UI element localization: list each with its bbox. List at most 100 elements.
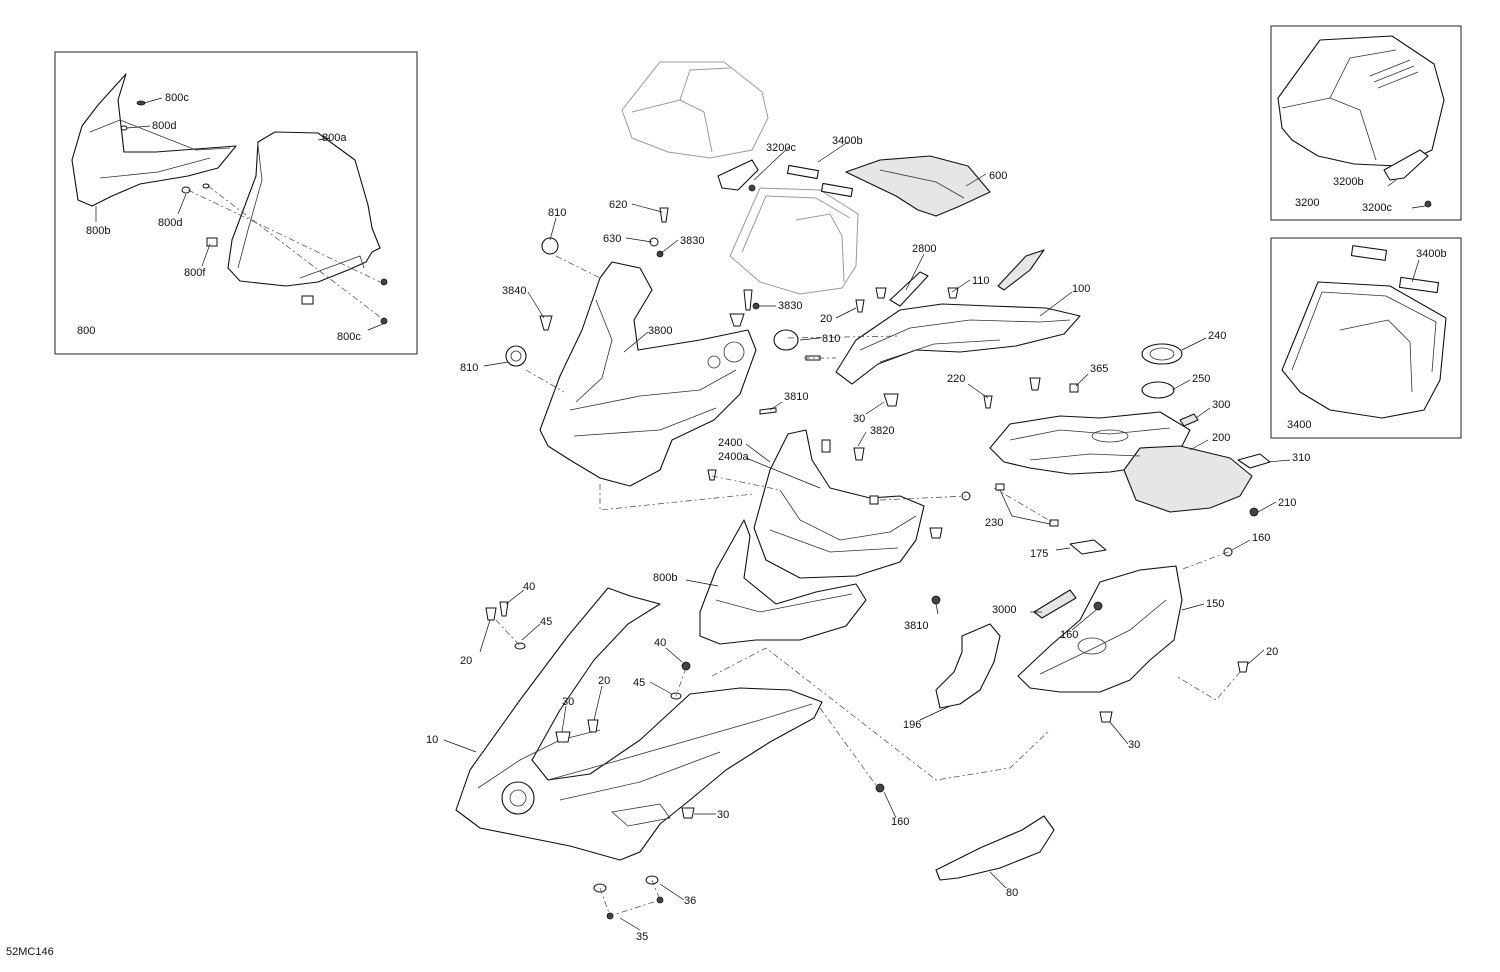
inset-800-frame bbox=[54, 51, 418, 355]
inset-3200[interactable]: 3200b 3200c 3200 bbox=[1270, 25, 1462, 221]
callout-30[interactable]: 30 bbox=[1128, 739, 1140, 751]
storage-tub-3400 bbox=[1281, 281, 1447, 419]
callout-800c[interactable]: 800c bbox=[337, 331, 361, 343]
callout-30[interactable]: 30 bbox=[562, 696, 574, 708]
callout-20[interactable]: 20 bbox=[598, 675, 610, 687]
callout-2400[interactable]: 2400 bbox=[718, 437, 742, 449]
callout-3810[interactable]: 3810 bbox=[784, 391, 808, 403]
clip-icon bbox=[1049, 519, 1059, 527]
callout-3400b[interactable]: 3400b bbox=[832, 135, 863, 147]
callout-160[interactable]: 160 bbox=[891, 816, 909, 828]
screw-icon bbox=[587, 719, 599, 733]
callout-600[interactable]: 600 bbox=[989, 170, 1007, 182]
callout-210[interactable]: 210 bbox=[1278, 497, 1296, 509]
callout-220[interactable]: 220 bbox=[947, 373, 965, 385]
callout-365[interactable]: 365 bbox=[1090, 363, 1108, 375]
callout-250[interactable]: 250 bbox=[1192, 373, 1210, 385]
callout-800a[interactable]: 800a bbox=[322, 132, 347, 144]
callout-800c[interactable]: 800c bbox=[165, 92, 189, 104]
deflector-800b bbox=[71, 73, 237, 207]
deflector-800b-main bbox=[699, 519, 867, 645]
callout-100[interactable]: 100 bbox=[1072, 283, 1090, 295]
callout-800d[interactable]: 800d bbox=[152, 120, 176, 132]
callout-300[interactable]: 300 bbox=[1212, 399, 1230, 411]
callout-3830[interactable]: 3830 bbox=[680, 235, 704, 247]
callout-3840[interactable]: 3840 bbox=[502, 285, 526, 297]
callout-40[interactable]: 40 bbox=[654, 637, 666, 649]
callout-800f[interactable]: 800f bbox=[184, 267, 206, 279]
callout-20[interactable]: 20 bbox=[1266, 646, 1278, 658]
callout-175[interactable]: 175 bbox=[1030, 548, 1048, 560]
callout-20[interactable]: 20 bbox=[820, 313, 832, 325]
callout-3810[interactable]: 3810 bbox=[904, 620, 928, 632]
screw-icon bbox=[1029, 377, 1041, 391]
callout-80[interactable]: 80 bbox=[1006, 887, 1018, 899]
bracket-icon bbox=[717, 159, 759, 191]
pad-icon bbox=[820, 182, 854, 198]
callout-800d[interactable]: 800d bbox=[158, 217, 182, 229]
inset-800[interactable]: 800c 800d 800a 800b 800d 800f 800c 800 bbox=[54, 51, 418, 355]
pad-icon bbox=[1398, 276, 1440, 294]
callout-2400a[interactable]: 2400a bbox=[718, 451, 749, 463]
callout-110[interactable]: 110 bbox=[972, 275, 990, 287]
callout-810[interactable]: 810 bbox=[822, 333, 840, 345]
callout-20[interactable]: 20 bbox=[460, 655, 472, 667]
callout-800b[interactable]: 800b bbox=[86, 225, 110, 237]
callout-800b[interactable]: 800b bbox=[653, 572, 677, 584]
callout-630[interactable]: 630 bbox=[603, 233, 621, 245]
nut-icon bbox=[931, 595, 941, 605]
inset-label-800: 800 bbox=[77, 325, 95, 337]
callout-160[interactable]: 160 bbox=[1060, 629, 1078, 641]
pad-icon bbox=[1350, 245, 1388, 261]
callout-240[interactable]: 240 bbox=[1208, 330, 1226, 342]
alignment-lines bbox=[495, 255, 1241, 917]
callout-40[interactable]: 40 bbox=[523, 581, 535, 593]
side-panel-150 bbox=[1017, 565, 1183, 693]
callout-3820[interactable]: 3820 bbox=[870, 425, 894, 437]
trim-3000 bbox=[1033, 589, 1077, 619]
callout-10[interactable]: 10 bbox=[426, 734, 438, 746]
callout-30[interactable]: 30 bbox=[853, 413, 865, 425]
callout-810[interactable]: 810 bbox=[548, 207, 566, 219]
callout-45[interactable]: 45 bbox=[540, 616, 552, 628]
callout-3800[interactable]: 3800 bbox=[648, 325, 672, 337]
seat-pad-80 bbox=[935, 815, 1055, 881]
callout-45[interactable]: 45 bbox=[633, 677, 645, 689]
callout-150[interactable]: 150 bbox=[1206, 598, 1224, 610]
callout-3200c[interactable]: 3200c bbox=[766, 142, 796, 154]
callout-196[interactable]: 196 bbox=[903, 719, 921, 731]
screw-icon bbox=[855, 299, 865, 313]
callout-36[interactable]: 36 bbox=[684, 895, 696, 907]
callout-3200b[interactable]: 3200b bbox=[1333, 176, 1364, 188]
nut-icon bbox=[681, 661, 691, 671]
screw-icon bbox=[759, 407, 777, 415]
nut-icon bbox=[656, 896, 664, 904]
callout-160[interactable]: 160 bbox=[1252, 532, 1270, 544]
grommet-icon bbox=[505, 345, 527, 367]
lower-fairing-10 bbox=[455, 587, 823, 861]
inner-panel-600 bbox=[845, 155, 991, 217]
tank-panel-100 bbox=[835, 303, 1081, 385]
callout-230[interactable]: 230 bbox=[985, 517, 1003, 529]
screw-icon bbox=[659, 207, 669, 223]
callout-30[interactable]: 30 bbox=[717, 809, 729, 821]
front-frame-3800 bbox=[539, 261, 757, 487]
screw-icon bbox=[485, 607, 497, 621]
nut-icon bbox=[1249, 507, 1259, 517]
callout-3000[interactable]: 3000 bbox=[992, 604, 1016, 616]
inset-label-3200: 3200 bbox=[1295, 197, 1319, 209]
inset-3400[interactable]: 3400b 3400 bbox=[1270, 237, 1462, 439]
callout-3200c[interactable]: 3200c bbox=[1362, 202, 1392, 214]
callout-35[interactable]: 35 bbox=[636, 931, 648, 943]
callout-310[interactable]: 310 bbox=[1292, 452, 1310, 464]
callout-620[interactable]: 620 bbox=[609, 199, 627, 211]
callout-2800[interactable]: 2800 bbox=[912, 243, 936, 255]
grommet-icon bbox=[773, 329, 799, 351]
clip-icon bbox=[539, 315, 553, 331]
callout-3830[interactable]: 3830 bbox=[778, 300, 802, 312]
callout-200[interactable]: 200 bbox=[1212, 432, 1230, 444]
clip-icon bbox=[1099, 711, 1113, 723]
callout-3400b[interactable]: 3400b bbox=[1416, 248, 1447, 260]
callout-810[interactable]: 810 bbox=[460, 362, 478, 374]
